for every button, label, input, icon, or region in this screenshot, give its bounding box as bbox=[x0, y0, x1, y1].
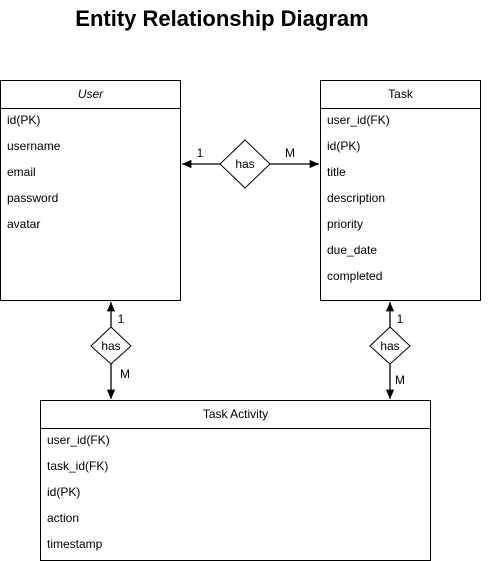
cardinality-user-task-right: M bbox=[285, 146, 295, 160]
entity-task-attr-user-id: user_id(FK) bbox=[327, 113, 390, 127]
entity-task-activity-name: Task Activity bbox=[41, 401, 430, 429]
entity-user-attr-avatar: avatar bbox=[7, 217, 41, 231]
cardinality-user-task-left: 1 bbox=[197, 146, 204, 160]
entity-task-attr-due-date: due_date bbox=[327, 243, 378, 257]
cardinality-task-activity-top: 1 bbox=[397, 312, 404, 326]
cardinality-user-activity-top: 1 bbox=[118, 312, 125, 326]
entity-user[interactable]: User id(PK) username email password avat… bbox=[0, 80, 181, 301]
entity-task-attr-title: title bbox=[327, 165, 346, 179]
entity-task-attr-priority: priority bbox=[327, 217, 364, 231]
cardinality-task-activity-bottom: M bbox=[395, 373, 405, 387]
entity-activity-attr-id: id(PK) bbox=[47, 485, 81, 499]
entity-user-attr-id: id(PK) bbox=[7, 113, 41, 127]
entity-user-name: User bbox=[1, 81, 180, 109]
relationship-label-task-activity: has bbox=[380, 339, 399, 353]
relationship-diamond-user-task[interactable] bbox=[219, 139, 271, 189]
entity-task-attr-description: description bbox=[327, 191, 386, 205]
relationship-label-user-task: has bbox=[235, 157, 254, 171]
entity-activity-attr-task-id: task_id(FK) bbox=[47, 459, 109, 473]
relationship-diamond-user-activity[interactable] bbox=[90, 326, 132, 365]
entity-user-attr-password: password bbox=[7, 191, 59, 205]
entity-task-attr-id: id(PK) bbox=[327, 139, 361, 153]
entity-task[interactable]: Task user_id(FK) id(PK) title descriptio… bbox=[320, 80, 481, 301]
relationship-label-user-activity: has bbox=[101, 339, 120, 353]
entity-activity-attr-timestamp: timestamp bbox=[47, 537, 103, 551]
relationship-diamond-task-activity[interactable] bbox=[369, 326, 411, 365]
entity-user-attr-email: email bbox=[7, 165, 36, 179]
entity-activity-attr-user-id: user_id(FK) bbox=[47, 433, 110, 447]
entity-task-attr-completed: completed bbox=[327, 269, 383, 283]
entity-user-attr-username: username bbox=[7, 139, 61, 153]
entity-task-activity[interactable]: Task Activity user_id(FK) task_id(FK) id… bbox=[40, 400, 431, 561]
entity-task-name: Task bbox=[321, 81, 480, 109]
cardinality-user-activity-bottom: M bbox=[120, 367, 130, 381]
diagram-title: Entity Relationship Diagram bbox=[75, 6, 369, 31]
entity-activity-attr-action: action bbox=[47, 511, 80, 525]
